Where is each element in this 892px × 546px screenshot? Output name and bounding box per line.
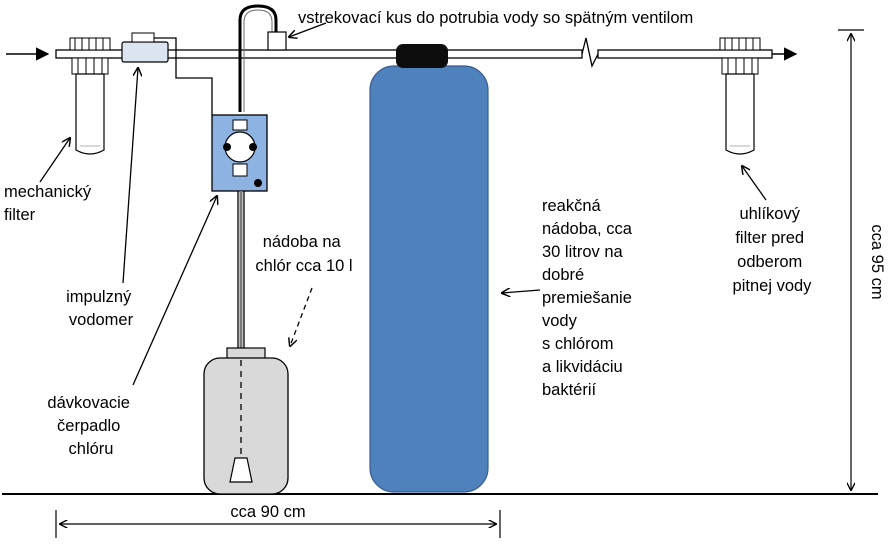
width-dimension — [55, 510, 501, 538]
chlorine-tube — [238, 4, 278, 112]
dosing-pump — [211, 114, 268, 192]
suction-tube — [237, 191, 245, 348]
label-dosing-pump: dávkovacie čerpadlo chlóru — [47, 394, 134, 458]
chlorine-canister — [203, 347, 289, 495]
impulse-water-meter — [121, 32, 213, 115]
label-height-dimension: cca 95 cm — [868, 224, 886, 299]
leader-arrows — [39, 22, 767, 386]
label-mechanical-filter: mechanický filter — [4, 183, 96, 224]
label-injector: vstrekovací kus do potrubia vody so spät… — [298, 9, 693, 27]
injection-fitting — [267, 31, 287, 51]
label-width-dimension: cca 90 cm — [230, 503, 305, 521]
mechanical-filter — [69, 37, 111, 155]
height-dimension — [838, 29, 864, 490]
chlorine-tube-inner — [243, 9, 273, 112]
label-carbon-filter: uhlíkový filter pred odberom pitnej vody — [733, 205, 813, 295]
label-reaction-tank: reakčná nádoba, cca 30 litrov na dobré p… — [542, 197, 637, 399]
label-chlorine-tank: nádoba na chlór cca 10 l — [255, 233, 352, 275]
reaction-tank — [369, 44, 489, 493]
main-pipe — [6, 37, 798, 68]
label-impulse-meter: impulzný vodomer — [66, 288, 136, 329]
carbon-filter — [719, 37, 761, 155]
